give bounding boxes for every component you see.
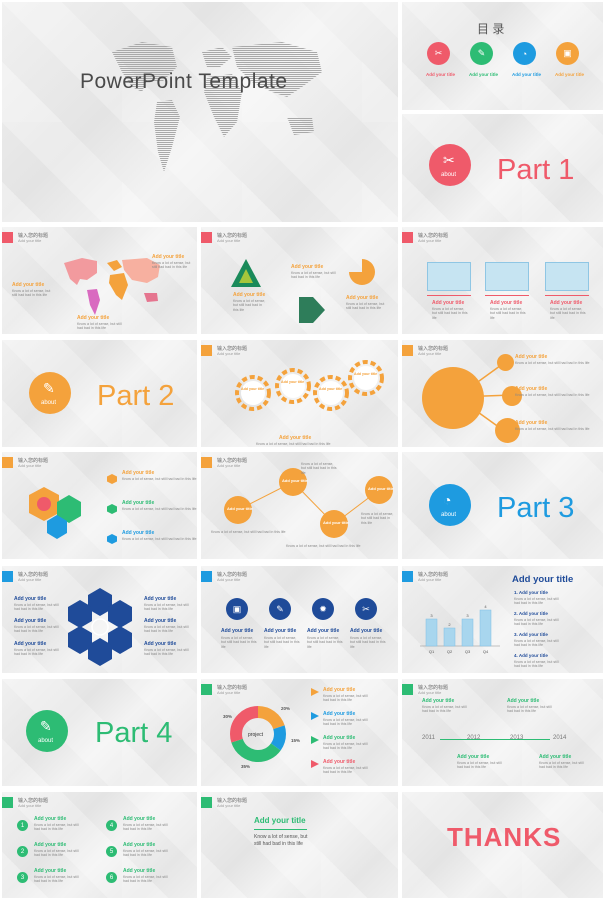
bubble-1 bbox=[497, 354, 514, 371]
bar-Q2 bbox=[443, 627, 456, 647]
contents-heading: 目 录 bbox=[477, 22, 505, 36]
b-shape-icon bbox=[299, 297, 325, 323]
network-node-1 bbox=[224, 496, 252, 524]
thanks-title: THANKS bbox=[447, 822, 562, 852]
tools-icon: ✂ bbox=[443, 152, 455, 168]
contents-item-2[interactable]: ✎ bbox=[470, 42, 493, 65]
pen-icon: ✎ bbox=[269, 598, 291, 620]
image-box-1 bbox=[427, 262, 471, 291]
slide-part3[interactable]: ◔ about Part 3 bbox=[402, 452, 603, 559]
gear-icon bbox=[348, 360, 384, 396]
gear-icon bbox=[275, 368, 311, 404]
chart-section-title: Add your title bbox=[512, 574, 574, 585]
window-icon: ▣ bbox=[226, 598, 248, 620]
bar-Q3 bbox=[461, 618, 474, 647]
network-node-2 bbox=[279, 468, 307, 496]
network-node-4 bbox=[365, 476, 393, 504]
hexagon-cluster bbox=[29, 487, 81, 539]
network-node-3 bbox=[320, 510, 348, 538]
contents-item-1[interactable]: ✂ bbox=[427, 42, 450, 65]
pie-icon bbox=[349, 259, 375, 285]
contents-label-2: Add your title bbox=[469, 72, 498, 77]
gear-icon bbox=[313, 375, 349, 411]
gear-icon bbox=[235, 375, 271, 411]
part3-badge: ◔ about bbox=[429, 484, 471, 526]
part2-badge: ✎ about bbox=[29, 372, 71, 414]
contents-item-3[interactable]: ◔ bbox=[513, 42, 536, 65]
world-map-icon bbox=[64, 258, 160, 315]
part3-title: Part 3 bbox=[497, 492, 575, 524]
pen-icon: ✎ bbox=[43, 380, 55, 396]
pie-icon: ◔ bbox=[443, 492, 452, 508]
contents-label-3: Add your title bbox=[512, 72, 541, 77]
text-underline bbox=[254, 829, 307, 830]
data-label: 4 bbox=[484, 604, 487, 609]
tick-label: Q1 bbox=[429, 649, 435, 654]
donut-center: project bbox=[248, 732, 264, 738]
data-label: 2 bbox=[448, 622, 451, 627]
text-title: Add your title bbox=[254, 816, 306, 825]
part4-title: Part 4 bbox=[95, 717, 173, 749]
contents-item-4[interactable]: ▣ bbox=[556, 42, 579, 65]
triangle-icon bbox=[231, 259, 261, 287]
part1-badge: ✂ about bbox=[429, 144, 471, 186]
bubble-2 bbox=[502, 386, 522, 406]
pen-icon: ✎ bbox=[40, 718, 52, 734]
tools-icon: ✂ bbox=[355, 598, 377, 620]
slide-part2[interactable]: ✎ about Part 2 bbox=[2, 340, 197, 447]
slide-part1[interactable]: ✂ about Part 1 bbox=[402, 114, 603, 222]
bubble-3 bbox=[495, 418, 520, 443]
contents-label-4: Add your title bbox=[555, 72, 584, 77]
bar-chart: Q1 3Q2 2Q3 3Q4 4 bbox=[420, 604, 500, 654]
slide-thanks[interactable]: THANKS bbox=[402, 792, 603, 898]
tick-label: Q4 bbox=[483, 649, 489, 654]
tick-label: Q2 bbox=[447, 649, 453, 654]
bar-Q1 bbox=[425, 618, 438, 647]
data-label: 3 bbox=[466, 613, 469, 618]
data-label: 3 bbox=[430, 613, 433, 618]
part4-badge: ✎ about bbox=[26, 710, 68, 752]
part2-title: Part 2 bbox=[97, 380, 175, 412]
bar-Q4 bbox=[479, 609, 492, 647]
part1-title: Part 1 bbox=[497, 154, 575, 186]
donut-chart bbox=[230, 706, 286, 762]
gear-icon: ✹ bbox=[312, 598, 334, 620]
contents-label-1: Add your title bbox=[426, 72, 455, 77]
hexagon-cluster bbox=[68, 588, 132, 666]
timeline-line bbox=[440, 739, 550, 740]
world-map-icon bbox=[112, 42, 322, 172]
slide-contents[interactable]: 目 录 ✂ ✎ ◔ ▣ Add your title Add your titl… bbox=[402, 2, 603, 110]
cover-title: PowerPoint Template bbox=[80, 70, 288, 93]
image-box-3 bbox=[545, 262, 589, 291]
slide-part4[interactable]: ✎ about Part 4 bbox=[2, 679, 197, 786]
image-box-2 bbox=[485, 262, 529, 291]
slide-cover[interactable]: PowerPoint Template bbox=[2, 2, 398, 222]
tick-label: Q3 bbox=[465, 649, 471, 654]
big-bubble bbox=[422, 367, 484, 429]
